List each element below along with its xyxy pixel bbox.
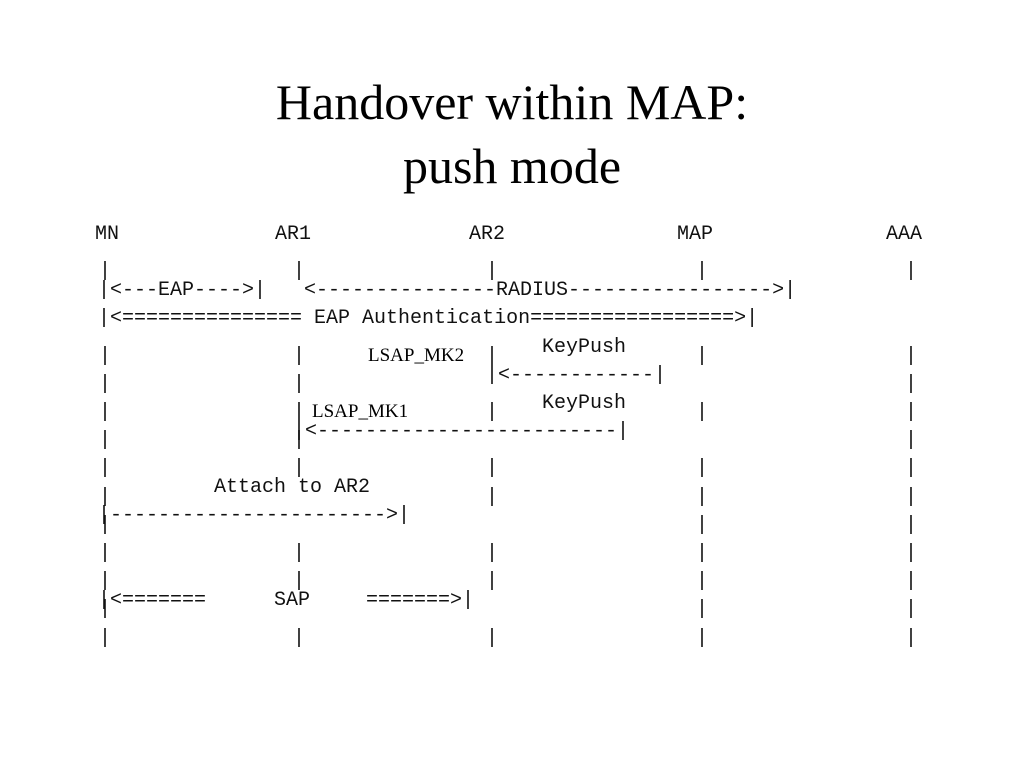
lsap-mk2-label: LSAP_MK2 [368, 345, 465, 366]
entity-mn: MN [95, 223, 120, 246]
title-line-2: push mode [402, 138, 622, 194]
keypush-label-2: KeyPush [542, 392, 627, 415]
keypush-label-1: KeyPush [542, 336, 627, 359]
eap-authentication-message: |<=============== EAP Authentication====… [98, 307, 759, 330]
entity-ar2: AR2 [469, 223, 506, 246]
entity-aaa: AAA [886, 223, 923, 246]
entity-map: MAP [677, 223, 714, 246]
sap-label: SAP [274, 589, 311, 612]
keypush-arrow-to-ar2: |<------------| [486, 364, 667, 387]
attach-arrow: |----------------------->| [98, 504, 411, 527]
keypush-arrow-to-ar1: |<-------------------------| [293, 420, 630, 443]
lifeline-ar2: | | | | | | | | [486, 260, 499, 650]
lifeline-map: | | | | | | | | | | [696, 260, 709, 650]
lsap-mk1-label: LSAP_MK1 [312, 401, 409, 422]
title-line-1: Handover within MAP: [275, 74, 749, 130]
radius-message: <---------------RADIUS----------------->… [304, 279, 797, 302]
eap-message: |<---EAP---->| [98, 279, 267, 302]
entity-ar1: AR1 [275, 223, 312, 246]
slide-title: Handover within MAP: push mode [0, 70, 1024, 198]
sap-right-arrow: =======>| [366, 589, 475, 612]
lifeline-ar1: | | | | | | | | | [293, 260, 306, 650]
sap-left-arrow: |<======= [98, 589, 207, 612]
attach-label: Attach to AR2 [214, 476, 371, 499]
lifeline-mn: | | | | | | | | | | | | [99, 260, 112, 650]
lifeline-aaa: | | | | | | | | | | | | [905, 260, 918, 650]
